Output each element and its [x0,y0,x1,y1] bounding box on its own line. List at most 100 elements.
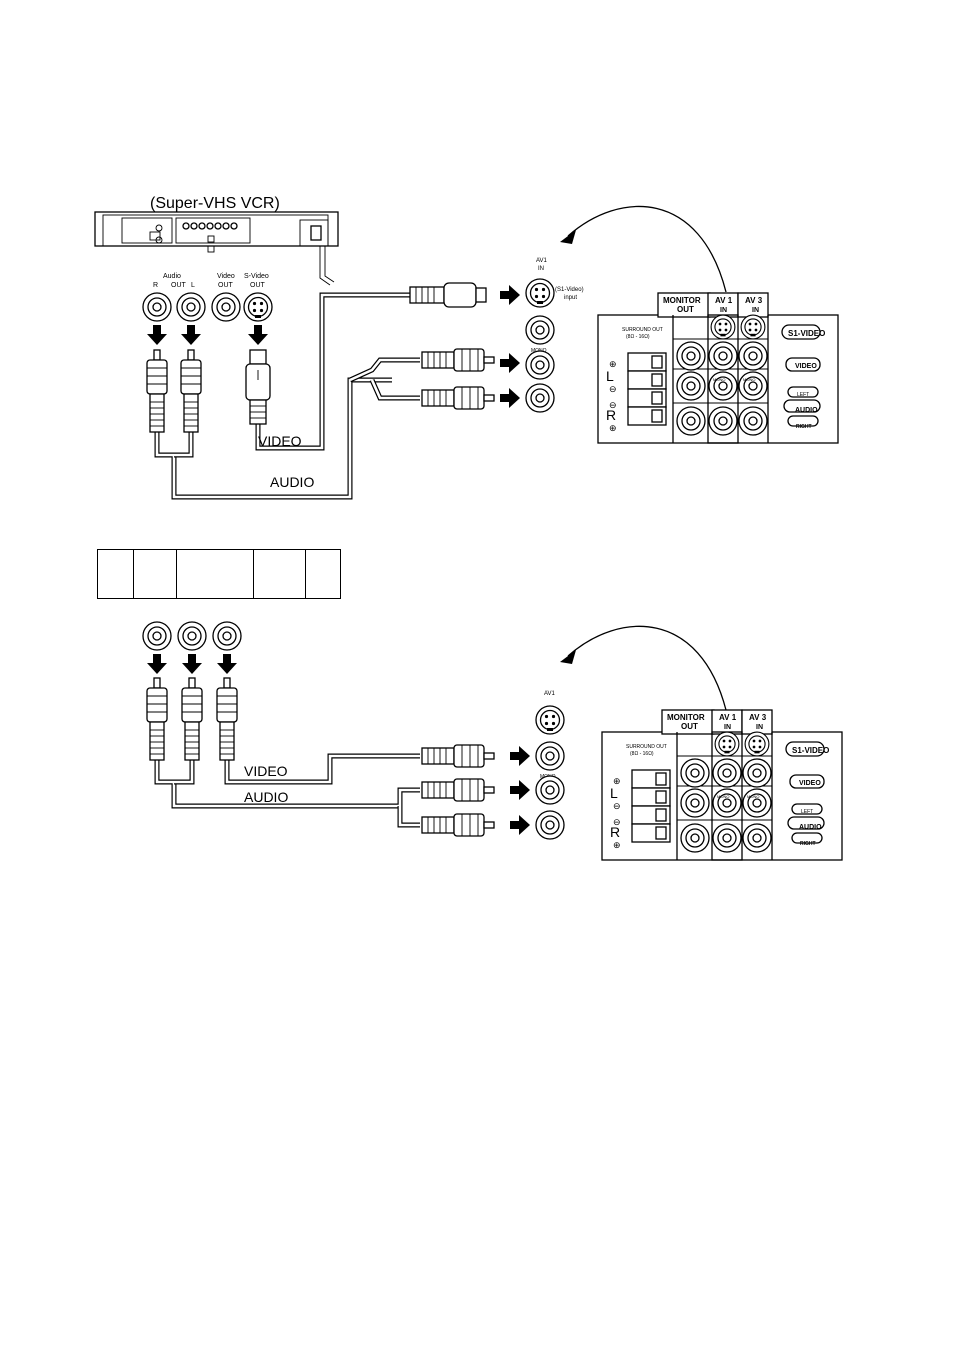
right-arrow-icon [510,815,530,835]
video-cable-label: VIDEO [258,433,302,449]
table-divider [253,550,254,598]
bottom-cables [154,753,420,828]
right-arrow-icon [510,780,530,800]
av1-audio-l-jack-bottom [535,775,565,805]
audio-cable-label: AUDIO [270,474,314,490]
table-divider [305,550,306,598]
svg-text:⊖: ⊖ [613,817,621,827]
top-cables [154,292,420,500]
vcr-title: (Super-VHS VCR) [150,195,280,212]
rca-plug [421,386,495,410]
audio-out-label: OUT [171,282,187,289]
svg-text:MONITOR: MONITOR [663,296,701,305]
av1-audio-r-jack [525,383,555,413]
svg-text:MONITOR: MONITOR [667,713,705,722]
l-label: L [191,282,195,289]
svg-text:VIDEO: VIDEO [799,780,821,787]
pointer-curve-bottom [567,625,727,711]
empty-table-frame [97,549,341,599]
tv-panel-labels-bottom: MONITOR OUT AV 1 IN AV 3 IN SURROUND OUT… [610,713,829,850]
svg-text:OUT: OUT [677,305,694,314]
source-video-jack [212,621,242,651]
s1-video-note: (S1-Video) [555,287,584,293]
av1-label-bottom: AV1 [544,691,556,697]
rca-plug [181,677,203,761]
rca-plug [216,677,238,761]
r-label: R [153,282,158,289]
right-arrow-icon [500,388,520,408]
down-arrow-icon [248,325,268,345]
svideo-label: S-Video [244,273,269,280]
rca-plug [146,677,168,761]
table-divider [176,550,177,598]
audio-label: Audio [163,273,181,280]
svg-text:MONO: MONO [713,377,725,382]
rca-plug [421,813,495,837]
svg-text:SURROUND OUT: SURROUND OUT [626,744,667,750]
svg-text:MONO: MONO [743,377,755,382]
rca-plug [421,348,495,372]
svg-text:MONO: MONO [747,794,759,799]
video-label: Video [217,273,235,280]
svg-text:IN: IN [720,307,727,314]
right-arrow-icon [500,285,520,305]
svg-text:AUDIO: AUDIO [799,824,822,831]
svg-text:RIGHT: RIGHT [796,424,812,430]
down-arrow-icon [147,654,167,674]
svg-text:⊕: ⊕ [613,840,621,850]
down-arrow-icon [147,325,167,345]
av1-label: AV1 [536,258,548,264]
av1-audio-r-jack-bottom [535,810,565,840]
svg-text:R: R [610,824,620,840]
svg-text:AV 3: AV 3 [749,713,767,722]
svg-text:IN: IN [752,307,759,314]
video-out-label: OUT [218,282,234,289]
vcr-front-panel [94,211,339,286]
vcr-audio-r-jack [142,292,172,322]
right-arrow-icon [500,353,520,373]
svg-text:LEFT: LEFT [801,809,813,815]
svg-text:LEFT: LEFT [797,392,809,398]
svg-text:OUT: OUT [681,722,698,731]
rca-plug [180,349,202,433]
svg-text:AV 1: AV 1 [715,296,733,305]
source-audio-l-jack [177,621,207,651]
rca-plug [146,349,168,433]
s1-video-note-2: input [564,295,577,301]
pointer-arrowhead-bottom [560,650,576,664]
svg-text:MONO: MONO [717,794,729,799]
av1-video-jack-bottom [535,741,565,771]
svg-text:(8Ω - 16Ω): (8Ω - 16Ω) [630,751,654,757]
av1-audio-l-jack [525,350,555,380]
av1-in-label: IN [538,266,544,272]
tv-panel-labels: MONITOR OUT AV 1 IN AV 3 IN SURROUND OUT… [606,296,825,433]
svg-text:⊕: ⊕ [609,359,617,369]
svg-text:RIGHT: RIGHT [800,841,816,847]
av1-svideo-jack [525,278,555,308]
av1-video-jack [525,315,555,345]
svg-text:⊖: ⊖ [609,384,617,394]
vcr-video-jack [211,292,241,322]
svg-text:⊖: ⊖ [613,801,621,811]
svg-text:S1-VIDEO: S1-VIDEO [792,746,829,755]
svg-text:IN: IN [756,724,763,731]
vcr-audio-l-jack [176,292,206,322]
svg-text:⊕: ⊕ [609,423,617,433]
down-arrow-icon [217,654,237,674]
right-arrow-icon [510,746,530,766]
svg-text:AV 1: AV 1 [719,713,737,722]
pointer-curve [567,205,727,293]
av1-svideo-jack-bottom [535,705,565,735]
rca-plug [421,778,495,802]
svg-text:L: L [610,785,618,801]
svg-text:L: L [606,368,614,384]
table-divider [133,550,134,598]
svg-text:(8Ω - 16Ω): (8Ω - 16Ω) [626,334,650,340]
svg-text:⊕: ⊕ [613,776,621,786]
svideo-out-label: OUT [250,282,266,289]
svg-text:VIDEO: VIDEO [795,363,817,370]
svideo-plug [245,349,271,425]
svg-text:S1-VIDEO: S1-VIDEO [788,329,825,338]
rca-plug [421,744,495,768]
